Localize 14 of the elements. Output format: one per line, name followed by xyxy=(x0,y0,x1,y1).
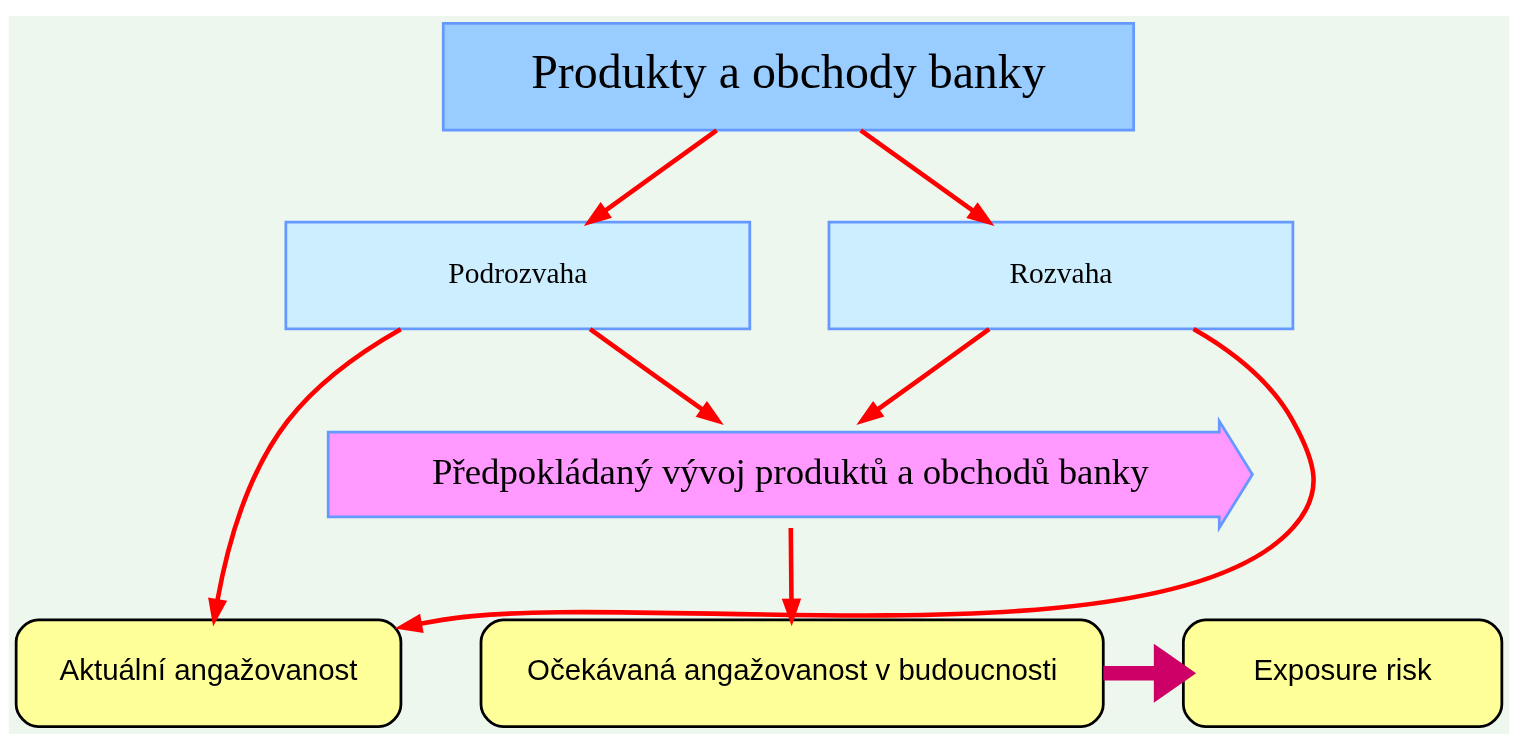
arrow xyxy=(394,327,1316,633)
node-box: Exposure risk xyxy=(1181,618,1504,728)
node-box: Produkty a obchody banky xyxy=(441,22,1136,132)
node-box: Podrozvaha xyxy=(284,220,752,331)
node-box: Rozvaha xyxy=(827,220,1295,331)
node-box: Aktuální angažovanost xyxy=(14,618,403,728)
node-box: Očekávaná angažovanost v budoucnosti xyxy=(479,618,1105,728)
arrow xyxy=(588,327,724,425)
arrow xyxy=(208,327,402,627)
arrow xyxy=(1103,643,1197,703)
arrow xyxy=(856,327,991,425)
arrow xyxy=(781,528,802,627)
arrow xyxy=(859,128,995,227)
arrow xyxy=(583,128,718,227)
